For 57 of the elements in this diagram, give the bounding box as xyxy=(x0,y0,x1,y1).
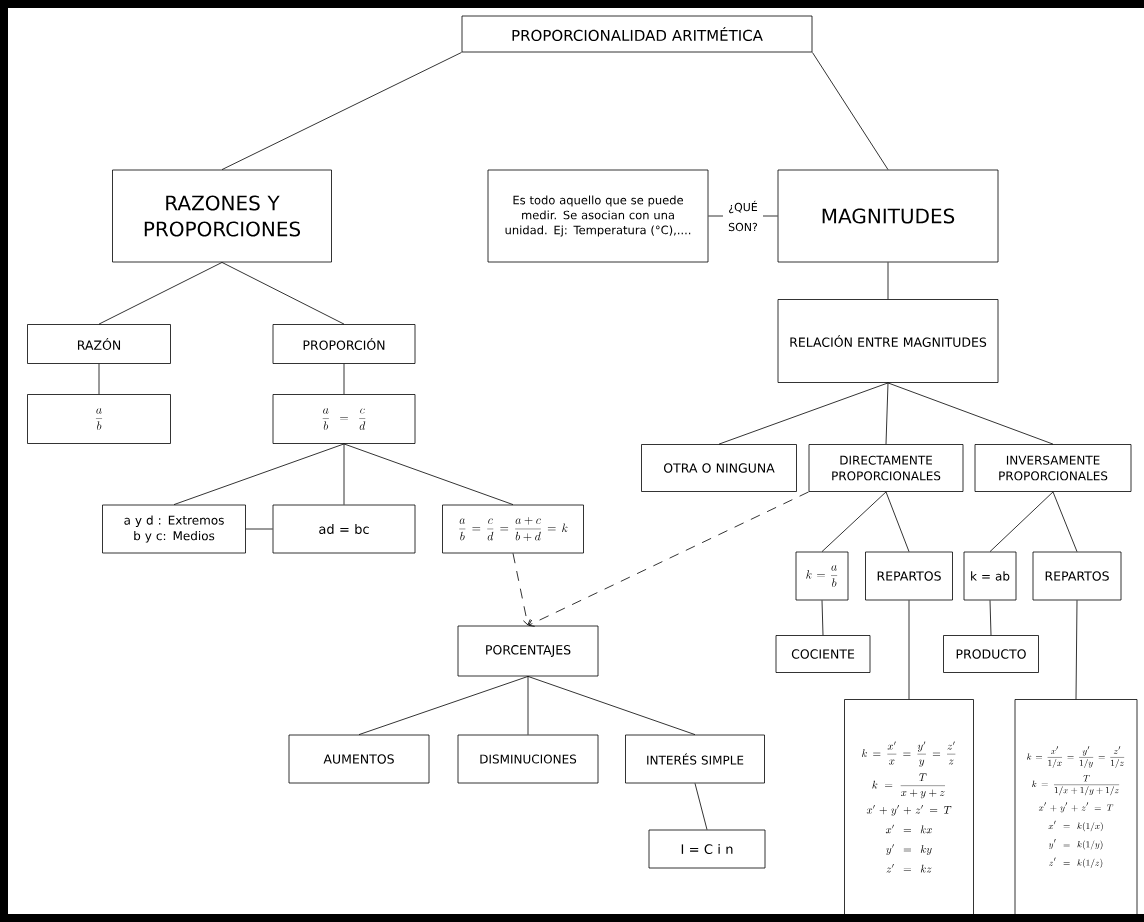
title-box: PROPORCIONALIDAD ARITMÉTICA xyxy=(461,15,813,53)
connector xyxy=(1052,491,1078,552)
concept-box: COCIENTE xyxy=(775,635,871,673)
connector xyxy=(887,382,1054,445)
connector xyxy=(821,491,887,552)
connector xyxy=(1075,600,1078,700)
connector xyxy=(245,528,273,530)
formula-box: $k=\frac{x'}{1/x}=\frac{y'}{1/y}=\frac{z'}{1/z}$ $k=\frac{T}{1/x+1/y+1/z}$ $x'+y'+z'=T$ $x'=k(1/x)$ $y'=k(1/y)$ $z'=k(1/z)$ xyxy=(1014,699,1138,915)
concept-box: PROPORCIÓN xyxy=(272,324,416,364)
connector xyxy=(512,553,531,626)
connector xyxy=(173,443,345,505)
formula-box: $k=\frac{x'}{x}=\frac{y'}{y}=\frac{z'}{z}$ $k=\frac{T}{x+y+z}$ $x'+y'+z'=T$ $x'=kx$ $y'=ky$ $z'=kz$ xyxy=(844,699,974,915)
formula-box: $k=\frac{a}{b}$ xyxy=(795,551,849,601)
concept-box: INTERÉS SIMPLE xyxy=(625,734,765,784)
concept-box: RELACIÓN ENTRE MAGNITUDES xyxy=(777,299,999,383)
connector xyxy=(221,52,462,170)
connector xyxy=(98,363,100,395)
formula-box: $\frac{a}{b}=\frac{c}{d}=\frac{a+c}{b+d}=k$ xyxy=(442,504,584,554)
formula-box: I = C i n xyxy=(648,829,766,869)
connector xyxy=(887,262,889,300)
concept-box: OTRA O NINGUNA xyxy=(641,444,797,492)
definition-box: Es todo aquello que se puede medir. Se asocian con una unidad. Ej: Temperatura (°C),.... xyxy=(487,169,709,263)
connector xyxy=(885,382,889,445)
connector xyxy=(343,443,514,505)
connector xyxy=(694,783,708,830)
formula-box: $\frac{a}{b}$ xyxy=(27,394,171,444)
connector xyxy=(528,491,809,627)
connector xyxy=(527,676,696,735)
connector xyxy=(358,676,529,735)
concept-box: DIRECTAMENTE PROPORCIONALES xyxy=(808,444,964,492)
connector xyxy=(221,262,345,325)
connector xyxy=(821,600,824,636)
connector xyxy=(343,443,345,505)
concept-box: RAZÓN xyxy=(27,324,171,364)
formula-box: ad = bc xyxy=(272,504,416,554)
concept-box: REPARTOS xyxy=(1032,551,1122,601)
formula-box: $\frac{a}{b}=\frac{c}{d}$ xyxy=(272,394,416,444)
concept-box: PRODUCTO xyxy=(943,635,1039,673)
concept-box: AUMENTOS xyxy=(288,734,430,784)
connector xyxy=(343,363,345,395)
concept-box: DISMINUCIONES xyxy=(457,734,599,784)
connector xyxy=(98,262,223,325)
connector xyxy=(989,491,1054,552)
definition-box: a y d : Extremos b y c: Medios xyxy=(102,504,246,554)
connector xyxy=(989,600,992,636)
connector xyxy=(718,382,889,445)
concept-box: REPARTOS xyxy=(865,551,953,601)
edge-label: ¿QUÉ SON? xyxy=(723,199,763,233)
connector xyxy=(527,676,529,735)
connector xyxy=(908,600,910,700)
concept-box: MAGNITUDES xyxy=(777,169,999,263)
concept-box: PORCENTAJES xyxy=(457,625,599,677)
connector xyxy=(885,491,910,552)
concept-box: INVERSAMENTE PROPORCIONALES xyxy=(974,444,1132,492)
connector xyxy=(812,52,889,170)
formula-box: k = ab xyxy=(963,551,1017,601)
concept-box: RAZONES Y PROPORCIONES xyxy=(112,169,332,263)
